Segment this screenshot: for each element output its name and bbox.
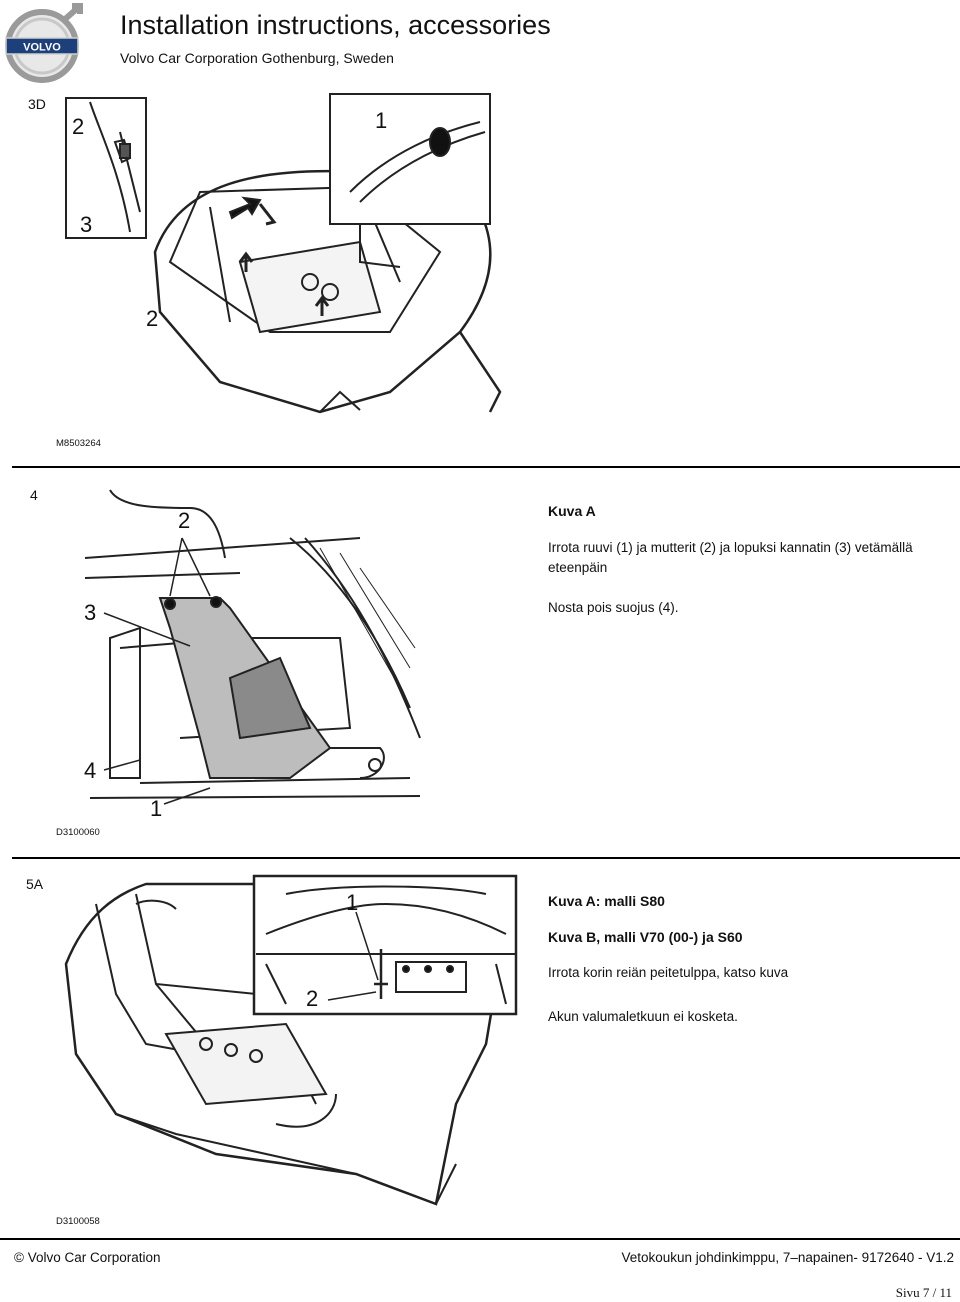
logo-text: VOLVO: [23, 42, 61, 54]
page-subtitle: Volvo Car Corporation Gothenburg, Sweden: [120, 50, 394, 66]
callout-label: 2: [72, 114, 85, 139]
footer-document-id: Vetokoukun johdinkimppu, 7–napainen- 917…: [621, 1250, 954, 1265]
step-number: 5A: [26, 876, 44, 892]
illustration-trunk-5a: 1 2: [56, 874, 518, 1214]
step-number: 3D: [28, 96, 46, 112]
instruction-text: Nosta pois suojus (4).: [548, 600, 679, 615]
callout-label: 2: [178, 508, 191, 533]
step-heading: Kuva A: [548, 503, 596, 519]
page-title: Installation instructions, accessories: [120, 10, 551, 40]
figure-code: D3100058: [56, 1216, 100, 1227]
step-heading: Kuva B, malli V70 (00-) ja S60: [548, 929, 743, 945]
callout-label: 2: [146, 306, 159, 331]
divider: [12, 466, 960, 468]
volvo-logo: VOLVO: [2, 2, 84, 84]
illustration-bracket-4: 2 3 4 1: [80, 478, 430, 823]
callout-label: 1: [375, 108, 388, 133]
instruction-text: Irrota ruuvi (1) ja mutterit (2) ja lopu…: [548, 540, 913, 575]
callout-label: 4: [84, 758, 97, 783]
step-heading: Kuva A: malli S80: [548, 893, 665, 909]
callout-label: 2: [306, 986, 319, 1011]
callout-label: 3: [80, 212, 93, 237]
figure-code: M8503264: [56, 438, 101, 449]
callout-label: 1: [346, 890, 359, 915]
figure-code: D3100060: [56, 827, 100, 838]
divider: [12, 857, 960, 859]
footer-divider: [0, 1238, 960, 1240]
page-number: Sivu 7 / 11: [895, 1285, 952, 1300]
callout-label: 3: [84, 600, 97, 625]
illustration-trunk-3d: 2 3 1 2: [60, 92, 520, 432]
volvo-iron-mark-icon: VOLVO: [5, 3, 83, 83]
step-number: 4: [30, 487, 38, 503]
callout-label: 1: [150, 796, 163, 821]
instruction-text: Irrota korin reiän peitetulppa, katso ku…: [548, 965, 789, 980]
instruction-text: Akun valumaletkuun ei kosketa.: [548, 1009, 738, 1024]
footer-copyright: © Volvo Car Corporation: [14, 1250, 161, 1265]
